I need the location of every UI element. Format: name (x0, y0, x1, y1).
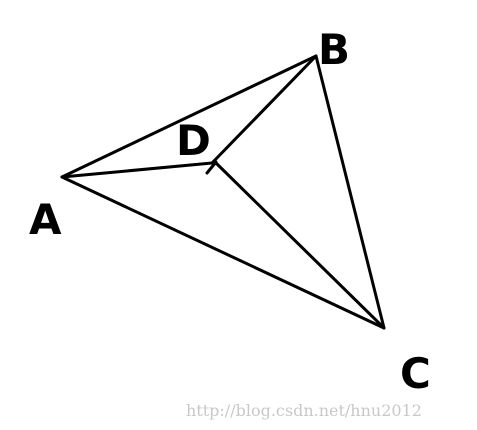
edge-b-c (314, 54, 386, 330)
edge-a-d (60, 161, 214, 179)
vertex-label-a: A (29, 195, 62, 244)
vertex-label-c: C (400, 349, 431, 398)
vertex-label-d: D (176, 116, 211, 165)
tick-mark-d (205, 160, 218, 175)
edge-a-c (60, 175, 386, 330)
edge-d-b (210, 54, 318, 165)
watermark-url: http://blog.csdn.net/hnu2012 (186, 401, 422, 420)
edge-a-b (60, 54, 318, 179)
edge-d-c (214, 161, 386, 330)
vertex-label-b: B (318, 25, 350, 74)
